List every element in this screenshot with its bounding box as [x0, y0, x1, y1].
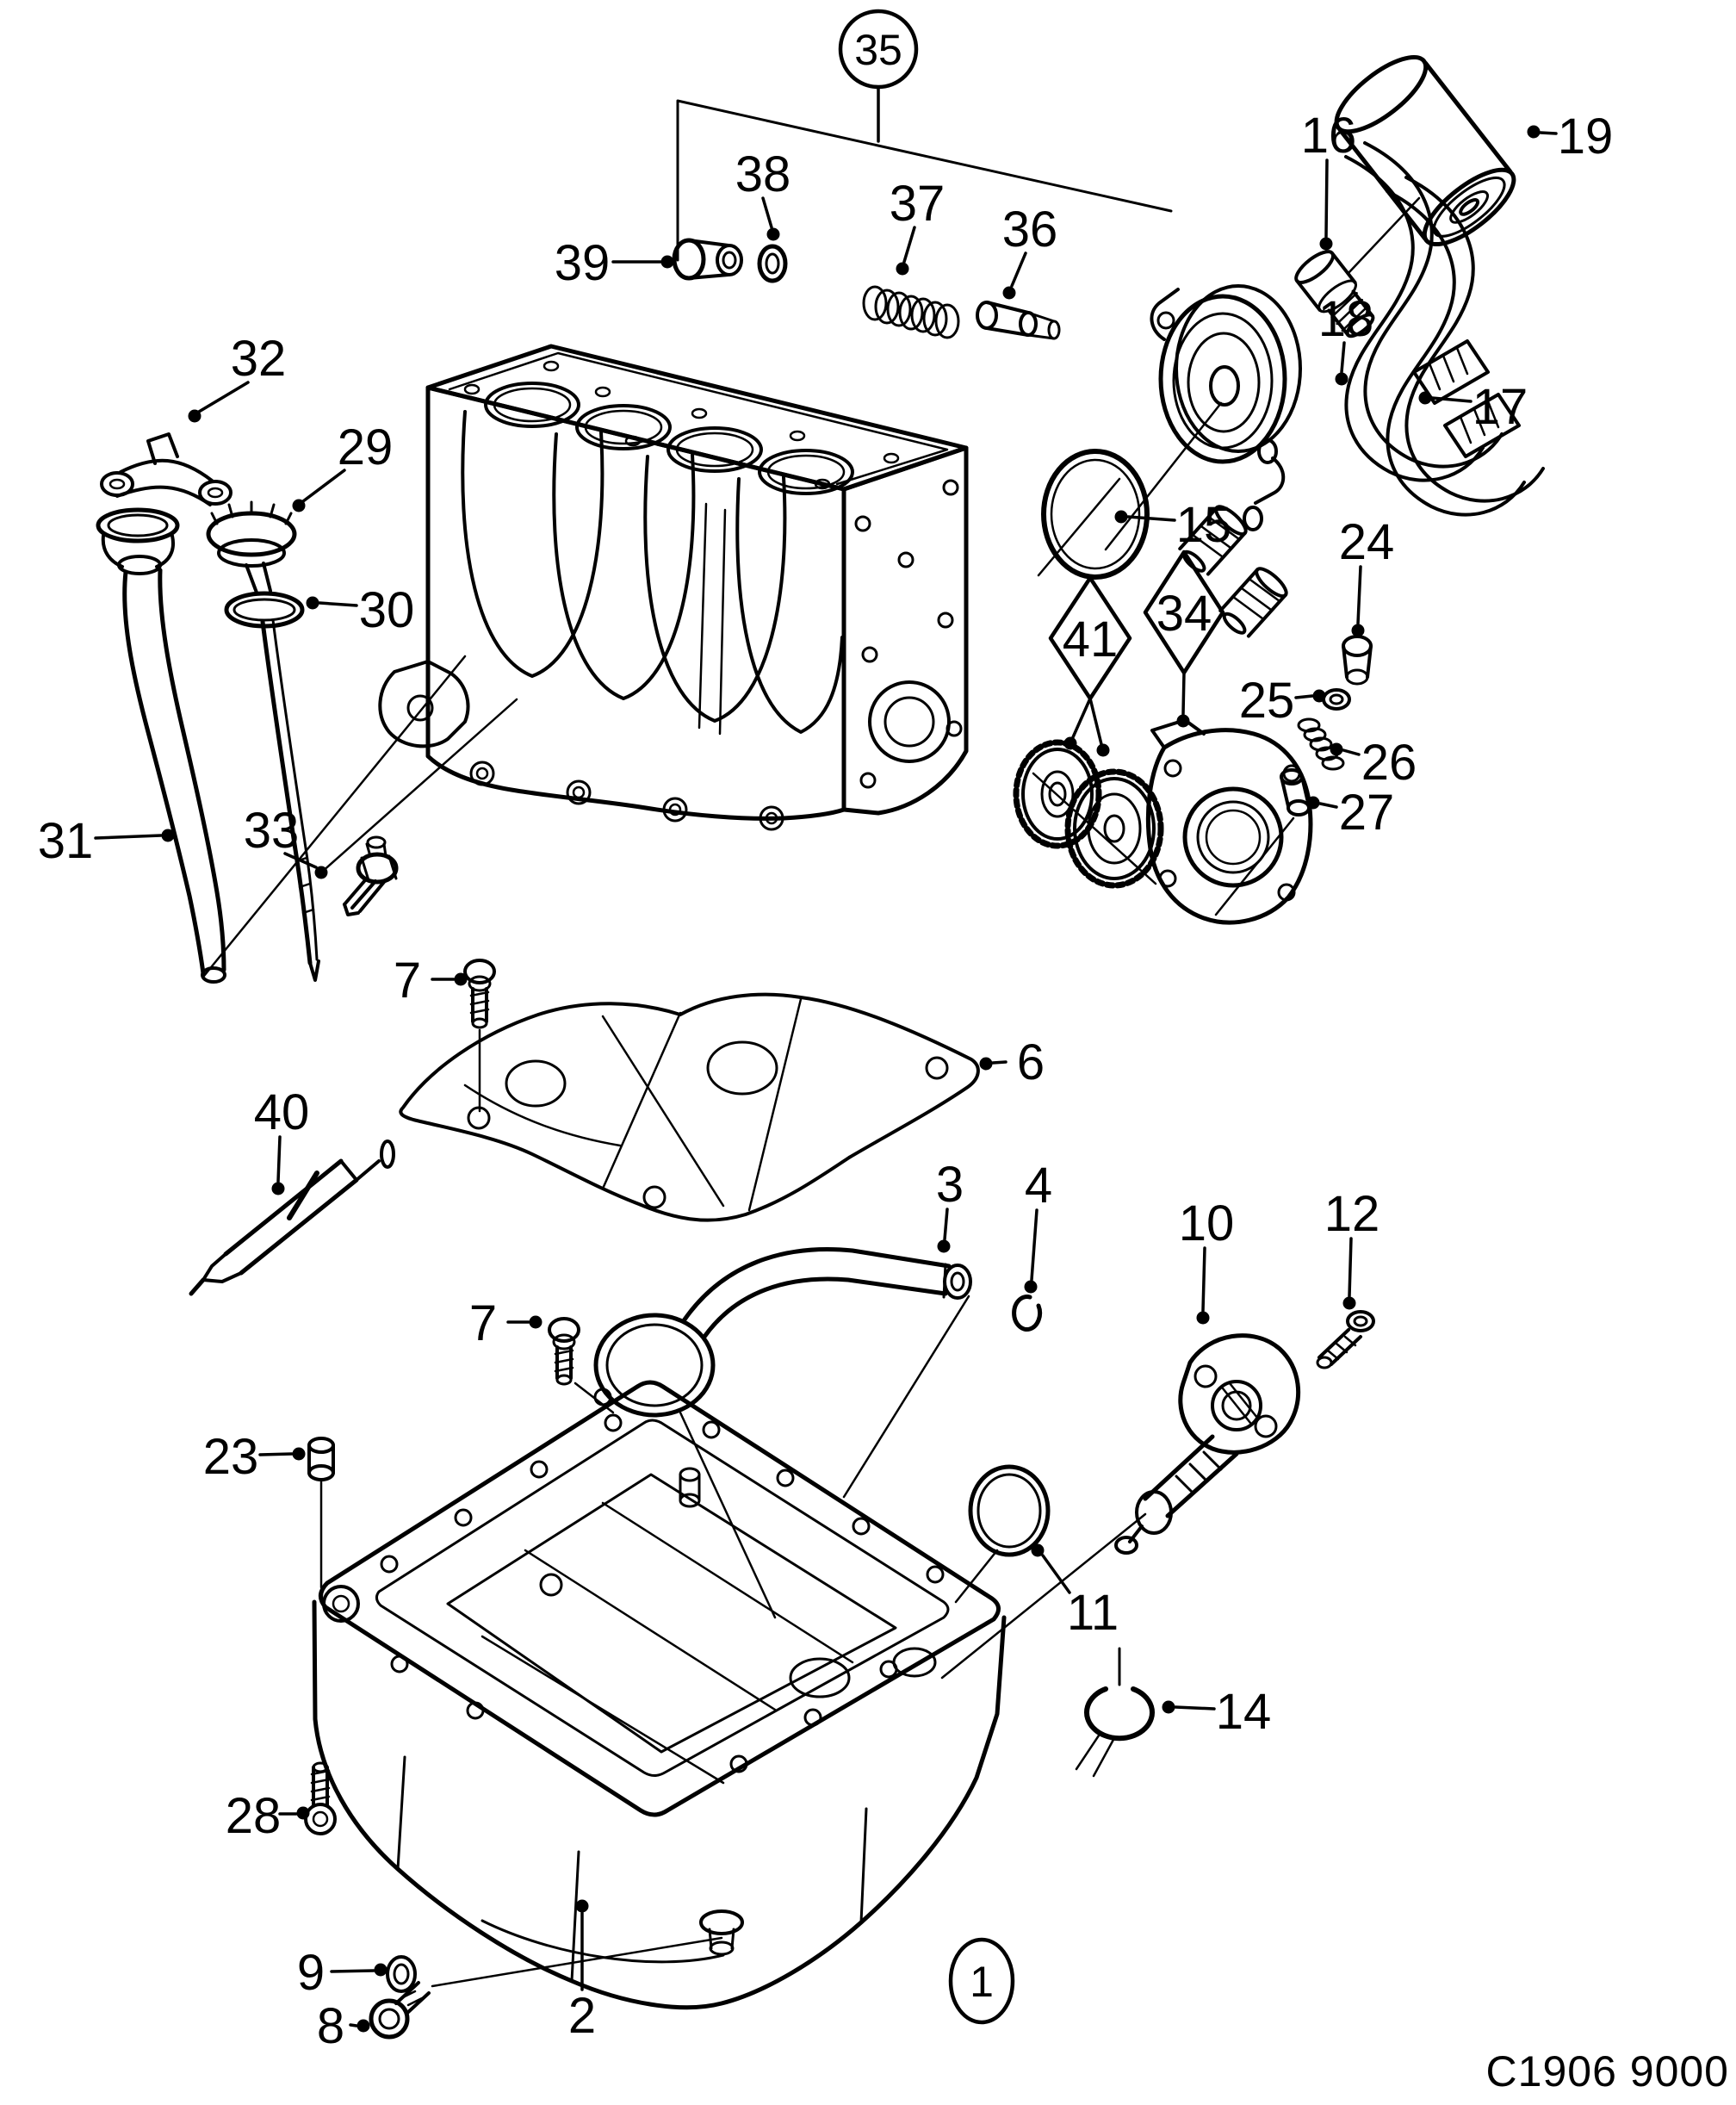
- callout-label: 28: [226, 1788, 282, 1844]
- callout-28: 28: [226, 1788, 310, 1844]
- callout-label: 3: [936, 1157, 964, 1213]
- oil-pan-drawing: [304, 1380, 1155, 2040]
- callout-label: 16: [1301, 108, 1357, 164]
- callout-33: 33: [244, 803, 328, 879]
- callout-32: 32: [188, 331, 287, 423]
- callout-label: 32: [231, 331, 287, 387]
- callout-6: 6: [979, 1034, 1045, 1090]
- callout-19: 19: [1527, 109, 1614, 165]
- callout-label: 8: [317, 1998, 344, 2054]
- callout-label: 23: [203, 1429, 259, 1485]
- callout-8: 8: [317, 1998, 370, 2054]
- callout-26: 26: [1330, 735, 1417, 791]
- dipstick-group-drawing: [96, 432, 399, 984]
- callout-label: 10: [1179, 1195, 1235, 1251]
- callout-29: 29: [292, 419, 394, 512]
- callout-23: 23: [203, 1429, 306, 1485]
- callout-14: 14: [1162, 1684, 1272, 1740]
- level-sensor-drawing: [1114, 1310, 1375, 1555]
- callout-label: 12: [1324, 1186, 1380, 1242]
- callout-label: 15: [1176, 497, 1232, 553]
- callout-label: 39: [555, 235, 611, 291]
- callout-label: 18: [1318, 291, 1374, 347]
- oil-cooler-drawing: [1150, 284, 1302, 505]
- callout-9: 9: [297, 1945, 388, 2001]
- callout-label: 7: [469, 1295, 497, 1351]
- callout-label: 4: [1025, 1158, 1052, 1214]
- callout-label: 36: [1002, 202, 1058, 258]
- callout-label: 14: [1216, 1684, 1272, 1740]
- callout-36: 36: [1002, 202, 1058, 300]
- callout-label: 34: [1156, 586, 1212, 642]
- oil-filter-drawing: [1294, 54, 1516, 338]
- callout-17: 17: [1418, 379, 1528, 435]
- callout-label: 9: [297, 1945, 325, 2001]
- callout-25: 25: [1239, 673, 1326, 729]
- callout-30: 30: [306, 582, 415, 638]
- callout-31: 31: [38, 813, 175, 869]
- baffle-drawing: [399, 959, 980, 1386]
- callout-15: 15: [1114, 497, 1232, 553]
- callout-18: 18: [1318, 291, 1374, 386]
- callout-label: 37: [890, 176, 946, 232]
- cooler-seal-ring-15: [1041, 449, 1150, 580]
- callout-label: 33: [244, 803, 300, 859]
- oil-pump-drawing: [1145, 718, 1313, 925]
- callout-7: 7: [469, 1295, 542, 1351]
- callout-label: 25: [1239, 673, 1295, 729]
- callout-label: 35: [854, 26, 902, 74]
- assembly-lines: [202, 401, 1223, 1988]
- callout-3: 3: [936, 1157, 964, 1253]
- gears-drawing: [1013, 739, 1164, 889]
- engine-block-drawing: [378, 344, 969, 831]
- figure-code: C1906 9000: [1485, 2047, 1729, 2096]
- callout-4: 4: [1024, 1158, 1052, 1294]
- callout-40: 40: [254, 1084, 310, 1195]
- callout-label: 40: [254, 1084, 310, 1140]
- callout-label: 31: [38, 813, 94, 869]
- callout-34: 34: [1143, 550, 1225, 728]
- callout-label: 24: [1339, 514, 1395, 570]
- callout-1: 1: [948, 1937, 1015, 2025]
- callout-7: 7: [394, 953, 468, 1009]
- callout-label: 27: [1339, 785, 1395, 841]
- oil-pressure-valve-group: [672, 99, 1173, 340]
- callout-label: 19: [1558, 109, 1614, 165]
- callout-label: 7: [394, 953, 421, 1009]
- callout-10: 10: [1179, 1195, 1235, 1325]
- callout-38: 38: [735, 146, 791, 241]
- filter-nipple-16: [1294, 250, 1375, 338]
- callout-label: 2: [568, 1988, 596, 2044]
- callout-label: 11: [1067, 1585, 1119, 1641]
- sealant-syringe-drawing: [189, 1139, 395, 1296]
- callout-label: 26: [1361, 735, 1417, 791]
- callout-37: 37: [890, 176, 946, 276]
- pickup-tube-drawing: [593, 1247, 1043, 1418]
- callout-label: 6: [1017, 1034, 1045, 1090]
- callout-label: 1: [970, 1958, 994, 2006]
- callout-12: 12: [1324, 1186, 1380, 1310]
- callout-label: 30: [359, 582, 415, 638]
- callout-label: 29: [338, 419, 394, 475]
- callout-27: 27: [1306, 785, 1395, 841]
- callout-11: 11: [1031, 1543, 1119, 1641]
- callout-24: 24: [1339, 514, 1395, 637]
- callout-label: 41: [1063, 612, 1119, 668]
- callout-label: 38: [735, 146, 791, 202]
- callout-2: 2: [568, 1899, 596, 2044]
- callout-label: 17: [1472, 379, 1528, 435]
- callout-35: 35: [838, 9, 919, 143]
- callout-41: 41: [1048, 575, 1132, 757]
- callout-16: 16: [1301, 108, 1357, 251]
- callout-39: 39: [555, 235, 674, 291]
